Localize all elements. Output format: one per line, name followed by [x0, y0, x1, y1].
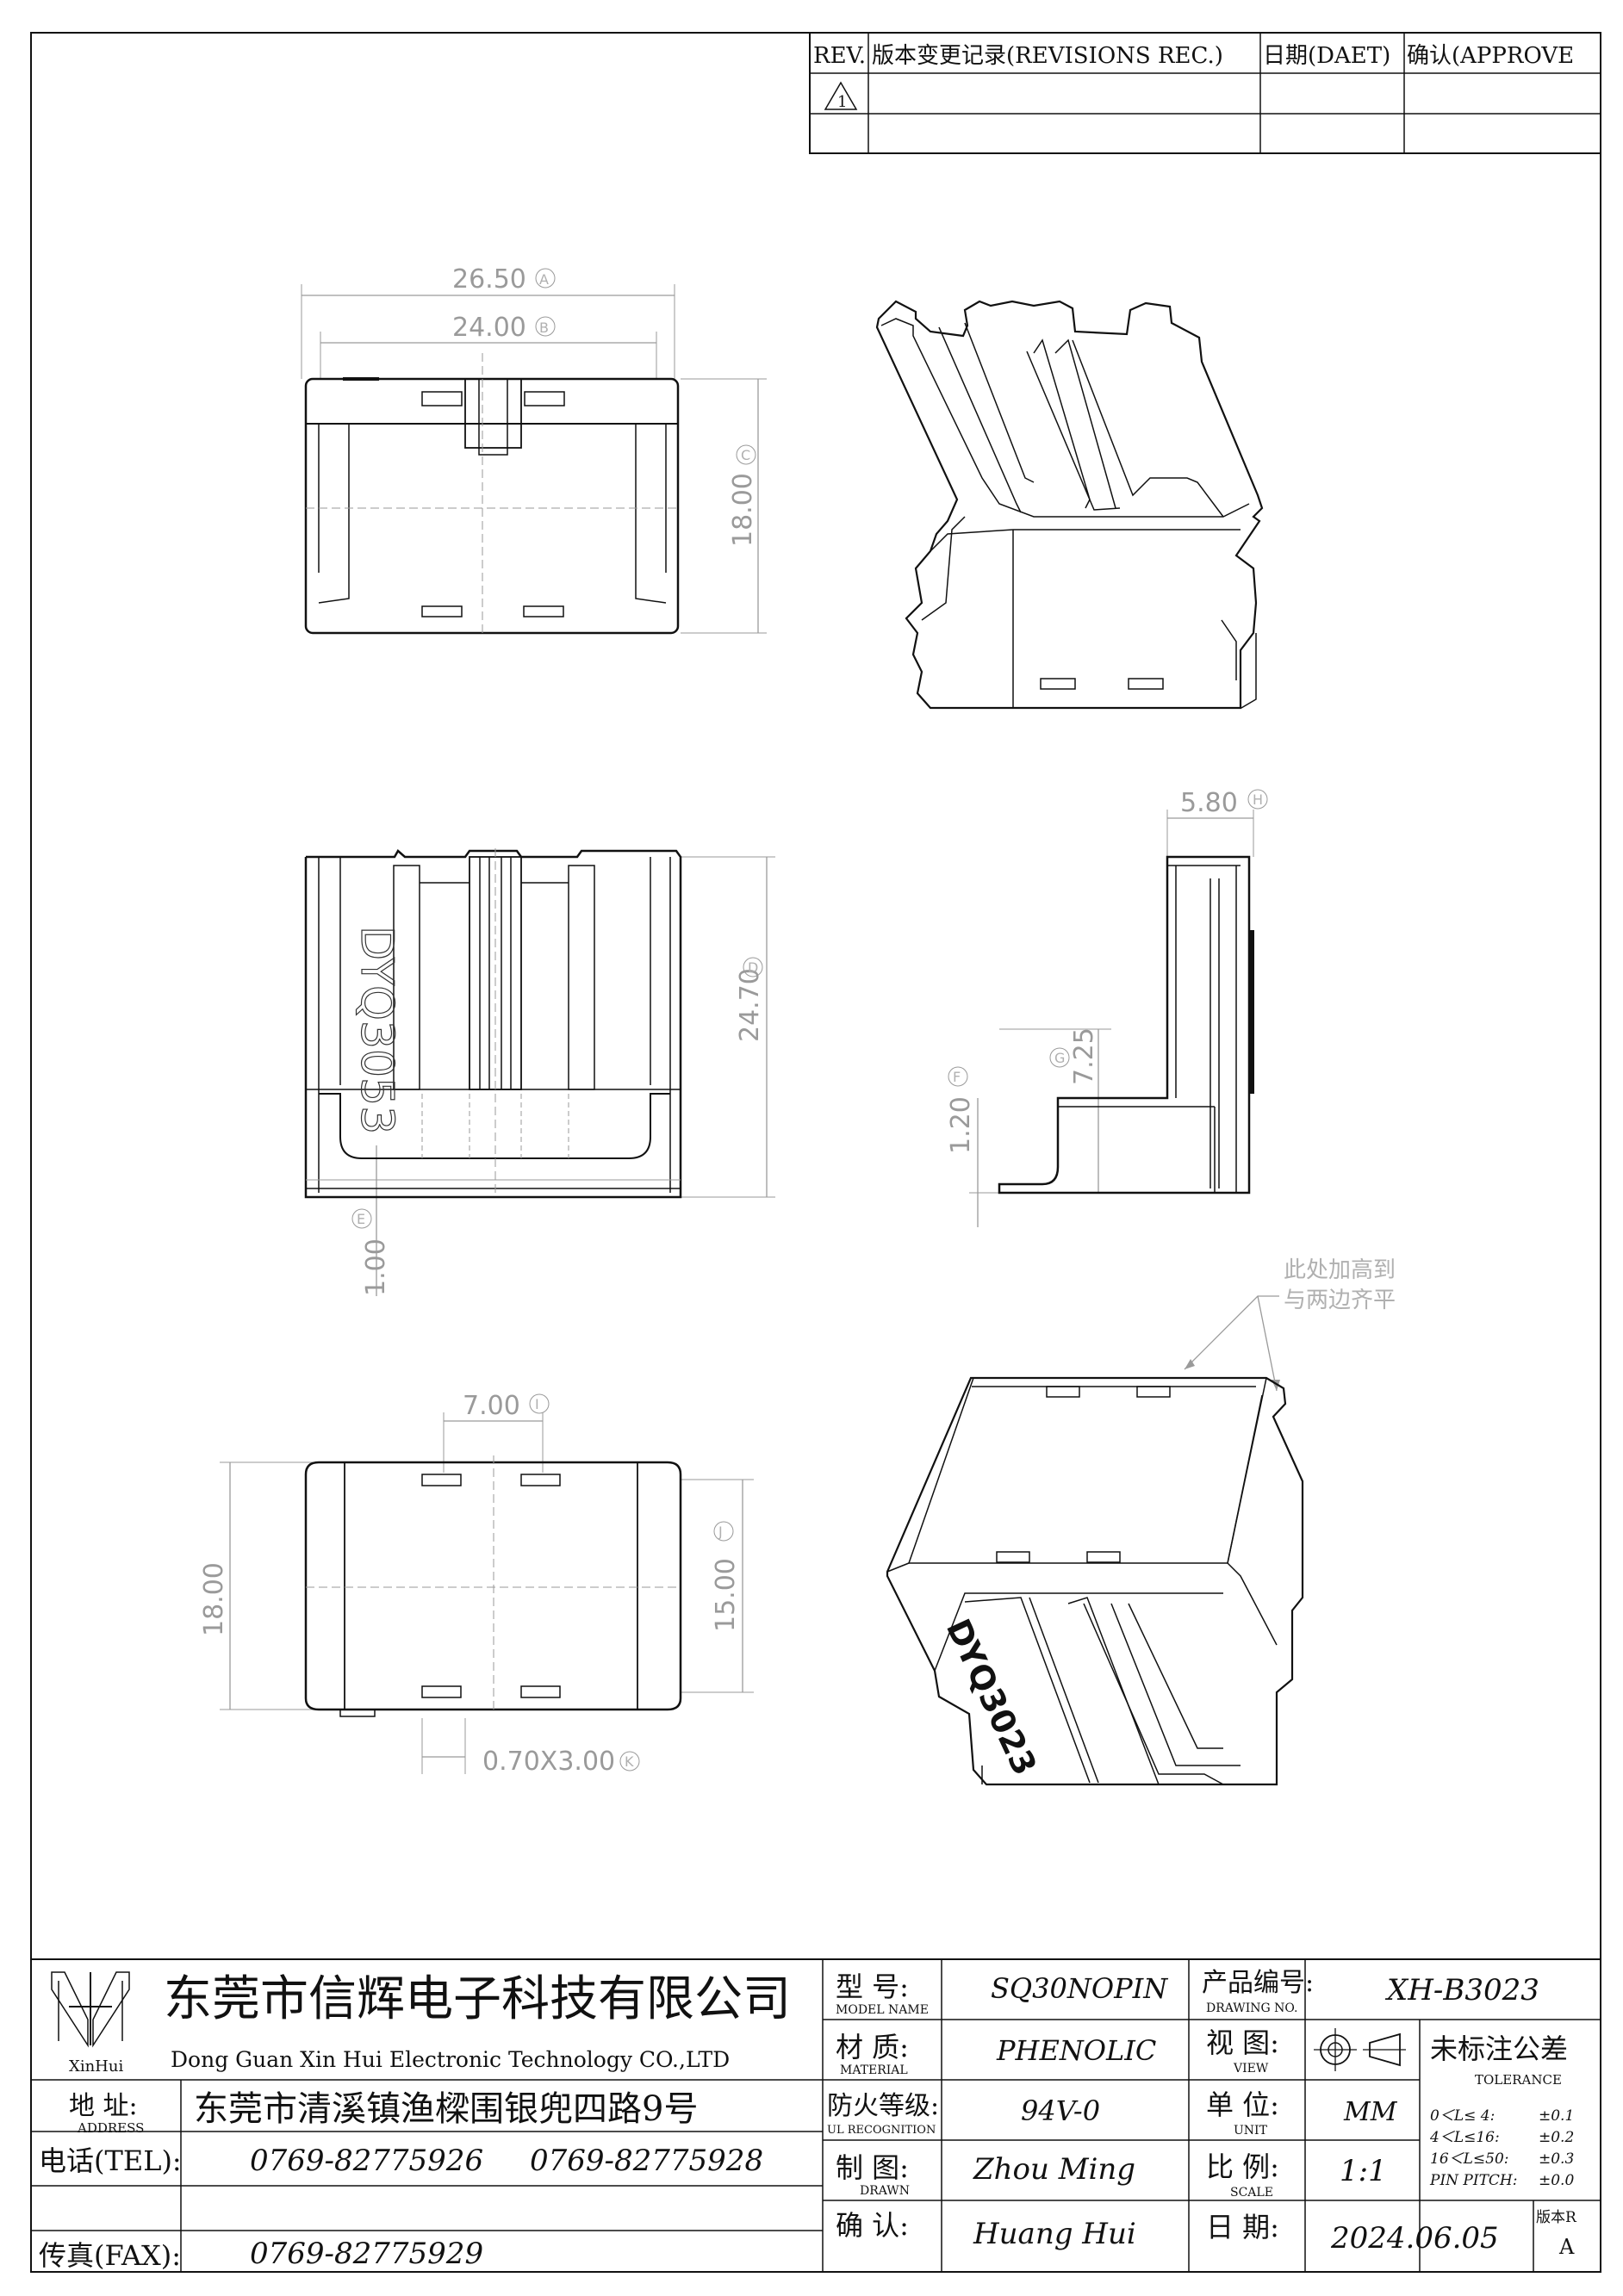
svg-text:UNIT: UNIT: [1234, 2124, 1268, 2138]
svg-text:F: F: [953, 1069, 961, 1085]
dim-top-width-inner: 24.00: [452, 313, 526, 343]
check-value: Huang Hui: [973, 2217, 1136, 2251]
dim-front-base: 1.00: [361, 1238, 391, 1296]
address-value: 东莞市清溪镇渔樑围银兜四路9号: [194, 2089, 698, 2129]
top-view: 26.50 A 24.00 B 18.00 C: [301, 264, 767, 635]
svg-text:DRAWN: DRAWN: [860, 2184, 910, 2198]
tol-range-1: 0＜L≤ 4:: [1430, 2107, 1495, 2125]
date-value: 2024.06.05: [1330, 2221, 1499, 2256]
svg-text:XinHui: XinHui: [69, 2057, 123, 2076]
tolerance-table: 0＜L≤ 4: ±0.1 4＜L≤16: ±0.2 16＜L≤50: ±0.3 …: [1429, 2107, 1574, 2189]
svg-text:J: J: [718, 1523, 723, 1540]
model-value: SQ30NOPIN: [991, 1972, 1168, 2005]
dim-bottom-slot-size: 0.70X3.00: [482, 1747, 615, 1777]
dim-bottom-height: 18.00: [199, 1562, 229, 1636]
tol-range-2: 4＜L≤16:: [1429, 2129, 1500, 2146]
approve-header: 确认(APPROVE: [1407, 43, 1574, 69]
dim-top-height: 18.00: [728, 473, 758, 547]
drawing-no-value: XH-B3023: [1384, 1973, 1539, 2007]
check-label: 确 认:: [836, 2209, 909, 2242]
svg-text:SCALE: SCALE: [1230, 2186, 1273, 2200]
projection-symbol-icon: [1314, 2028, 1406, 2071]
dim-side-depth: 5.80: [1180, 788, 1238, 818]
svg-text:C: C: [741, 447, 750, 463]
svg-text:H: H: [1253, 791, 1263, 808]
fire-value: 94V-0: [1021, 2094, 1100, 2127]
isometric-view-top: [875, 300, 1264, 710]
company-name-en: Dong Guan Xin Hui Electronic Technology …: [171, 2047, 730, 2072]
svg-text:D: D: [748, 959, 758, 976]
front-part-mark: DYQ3053: [351, 926, 402, 1134]
tol-value-2: ±0.2: [1539, 2129, 1574, 2146]
model-label: 型 号:: [836, 1970, 909, 2003]
fire-label: 防火等级:: [827, 2091, 939, 2121]
sheet-frame: [30, 32, 1601, 2273]
fax-value: 0769-82775929: [250, 2237, 483, 2271]
svg-text:E: E: [357, 1211, 365, 1227]
dim-bottom-slot-gap: 7.00: [463, 1391, 520, 1421]
tol-range-3: 16＜L≤50:: [1430, 2150, 1509, 2168]
company-logo: XinHui: [51, 1971, 130, 2076]
dim-bottom-inner-height: 15.00: [711, 1558, 741, 1632]
material-value: PHENOLIC: [996, 2034, 1156, 2067]
dim-top-width-outer: 26.50: [452, 264, 526, 295]
drawn-value: Zhou Ming: [973, 2152, 1135, 2187]
address-label: 地 址:: [69, 2091, 138, 2121]
tol-value-4: ±0.0: [1539, 2172, 1574, 2189]
version-value: A: [1558, 2235, 1575, 2259]
unit-value: MM: [1343, 2097, 1398, 2127]
title-block: XinHui 东莞市信辉电子科技有限公司 Dong Guan Xin Hui E…: [30, 1958, 1601, 2273]
tel-value-1: 0769-82775926: [250, 2144, 483, 2178]
drawing-no-label: 产品编号:: [1202, 1968, 1314, 1998]
company-name-cn: 东莞市信辉电子科技有限公司: [164, 1971, 791, 2027]
iso-part-mark: DYQ3023: [939, 1613, 1044, 1781]
tel-label: 电话(TEL):: [39, 2144, 182, 2177]
unit-label: 单 位:: [1206, 2088, 1279, 2121]
svg-text:MATERIAL: MATERIAL: [840, 2063, 908, 2077]
view-label: 视 图:: [1206, 2026, 1279, 2059]
fax-label: 传真(FAX):: [39, 2239, 181, 2272]
svg-text:VIEW: VIEW: [1233, 2062, 1269, 2076]
rev-header: REV.: [813, 43, 866, 69]
revisions-header: 版本变更记录(REVISIONS REC.): [872, 43, 1223, 69]
svg-text:MODEL NAME: MODEL NAME: [836, 2003, 929, 2017]
drawn-label: 制 图:: [836, 2151, 909, 2184]
tolerance-label: 未标注公差: [1430, 2032, 1568, 2065]
revision-table: REV. 版本变更记录(REVISIONS REC.) 日期(DAET) 确认(…: [809, 32, 1601, 154]
svg-text:I: I: [535, 1396, 539, 1412]
svg-text:B: B: [539, 320, 549, 336]
bottom-view: 7.00 I 18.00 15.00 J 0.70X3.00 K: [199, 1391, 754, 1777]
dim-side-height: 7.25: [1069, 1027, 1099, 1085]
isometric-view-bottom: 此处加高到 与两边齐平 DYQ3023: [886, 1257, 1396, 1786]
svg-text:TOLERANCE: TOLERANCE: [1475, 2072, 1562, 2088]
scale-value: 1:1: [1340, 2154, 1387, 2188]
svg-text:UL RECOGNITION: UL RECOGNITION: [827, 2124, 936, 2137]
tel-value-2: 0769-82775928: [530, 2144, 763, 2178]
front-view: 24.70 D 1.00 E DYQ3053: [304, 848, 775, 1296]
revision-triangle-icon: 1: [824, 81, 858, 111]
note-line-1: 此处加高到: [1284, 1257, 1396, 1283]
svg-text:ADDRESS: ADDRESS: [77, 2120, 144, 2136]
svg-text:K: K: [625, 1753, 634, 1770]
svg-text:DRAWING NO.: DRAWING NO.: [1206, 2001, 1297, 2015]
tol-value-1: ±0.1: [1539, 2107, 1574, 2125]
svg-text:G: G: [1054, 1050, 1065, 1066]
material-label: 材 质:: [836, 2031, 909, 2063]
svg-text:A: A: [539, 271, 549, 288]
dim-side-tab: 1.20: [946, 1096, 976, 1154]
date-header: 日期(DAET): [1263, 43, 1390, 69]
side-view: 5.80 H 1.20 F 7.25 G: [946, 788, 1268, 1227]
scale-label: 比 例:: [1206, 2150, 1279, 2183]
version-label: 版本R: [1536, 2209, 1577, 2226]
dim-front-height: 24.70: [735, 968, 765, 1042]
tol-range-4: PIN PITCH:: [1429, 2172, 1518, 2189]
svg-text:1: 1: [837, 93, 847, 111]
date-label: 日 期:: [1206, 2211, 1279, 2243]
note-line-2: 与两边齐平: [1284, 1288, 1396, 1313]
tol-value-3: ±0.3: [1539, 2150, 1574, 2168]
